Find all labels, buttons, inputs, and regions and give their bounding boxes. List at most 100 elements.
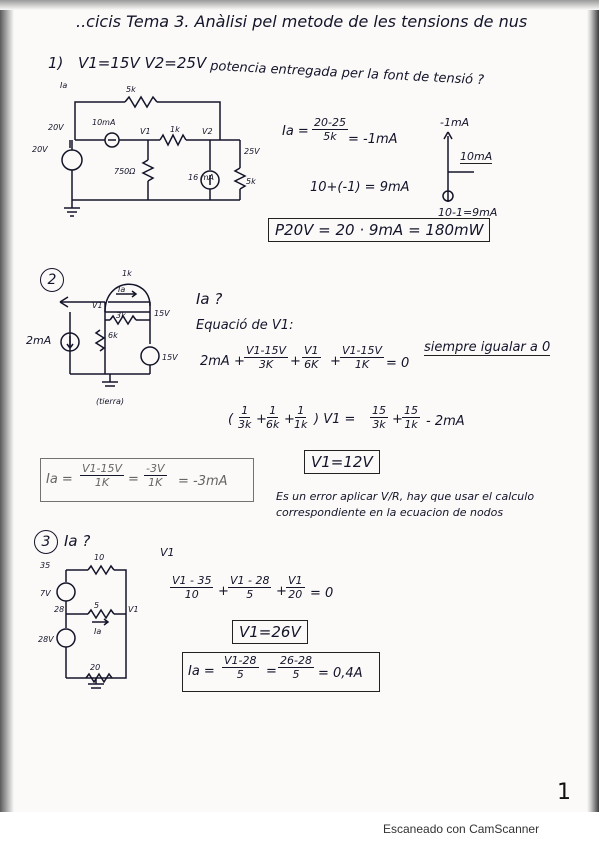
p2-eq2-c-num: 1 bbox=[295, 404, 307, 418]
p3-eq-f2-num: V1 - 28 bbox=[228, 574, 272, 588]
p1-label-v1: V1 bbox=[140, 127, 151, 136]
p2-eq2-d-num: 15 bbox=[370, 404, 388, 418]
p2-label-v1: V1 bbox=[92, 301, 103, 310]
p1-label-1k: 1k bbox=[170, 125, 180, 134]
page-title: ..cicis Tema 3. Anàlisi pel metode de le… bbox=[76, 12, 528, 31]
problem2-number: 2 bbox=[40, 268, 64, 292]
problem2-note: siempre igualar a 0 bbox=[424, 340, 551, 356]
p3-label-20: 20 bbox=[90, 663, 100, 672]
p2-label-15v-top: 15V bbox=[154, 309, 170, 318]
p2-label-3k: 3k bbox=[116, 311, 126, 320]
problem1-ia-lhs: Ia = bbox=[282, 124, 309, 139]
problem2-label-2ma: 2mA bbox=[26, 334, 52, 347]
p3-ia-rhs: = 0,4A bbox=[318, 666, 363, 681]
p2-ia-frac2: -3V 1K bbox=[144, 462, 167, 489]
p2-label-1k: 1k bbox=[122, 269, 132, 278]
p2-eq2-open: ( bbox=[228, 412, 234, 427]
p2-ia-frac1: V1-15V 1K bbox=[80, 462, 125, 489]
p3-label-7v: 7V bbox=[40, 589, 51, 598]
p2-eq2-c-den: 1k bbox=[294, 418, 308, 431]
p2-eq2-end: - 2mA bbox=[426, 414, 465, 429]
p2-ia-rhs: = -3mA bbox=[178, 474, 228, 489]
p3-ia-eq: = bbox=[266, 664, 277, 679]
problem3-circuit-diagram: 10 7V 28 5 Ia V1 28V 20 35 bbox=[38, 553, 139, 689]
p3-eq-f3-den: 20 bbox=[288, 588, 303, 601]
p2-ia-lhs: Ia = bbox=[46, 472, 73, 487]
p2-ia-f1-num: V1-15V bbox=[80, 462, 125, 476]
p2-eq2-p1: + bbox=[256, 412, 267, 427]
problem1-side-top: -1mA bbox=[440, 116, 470, 129]
page-shadow-top bbox=[0, 0, 599, 10]
p3-eq-f3-num: V1 bbox=[286, 574, 305, 588]
p1-label-v2: V2 bbox=[202, 127, 213, 136]
p3-label-5: 5 bbox=[94, 601, 99, 610]
p2-eq2-a-den: 3k bbox=[238, 418, 252, 431]
p3-eq-f1-den: 10 bbox=[184, 588, 199, 601]
problem1-ia-rhs: = -1mA bbox=[348, 132, 398, 147]
p2-eq1-f3-den: 1K bbox=[354, 358, 370, 371]
p2-eq1-f2-den: 6K bbox=[304, 358, 319, 371]
problem2-circuit-diagram: 1k Ia V1 3k 6k 15V 15V (tierra) bbox=[59, 269, 178, 406]
p1-label-5k-right: 5k bbox=[246, 177, 256, 186]
p3-eq-p2: + bbox=[276, 584, 287, 599]
problem1-node-sketch bbox=[442, 131, 474, 202]
p2-eq1-f2-num: V1 bbox=[302, 344, 321, 358]
p2-eq2-a-num: 1 bbox=[239, 404, 251, 418]
p2-ia-f2-den: 1K bbox=[148, 476, 163, 489]
footer-band bbox=[0, 812, 599, 848]
p1-label-20v-source: 20V bbox=[32, 145, 48, 154]
p2-eq2-c: 1 1k bbox=[292, 404, 309, 431]
p3-eq-end: = 0 bbox=[310, 586, 334, 601]
p2-eq2-d-den: 3k bbox=[372, 418, 386, 431]
problem2-question: Ia ? bbox=[196, 290, 223, 308]
p3-eq-frac2: V1 - 28 5 bbox=[228, 574, 272, 601]
problem3-ia-result-box bbox=[182, 652, 380, 692]
problem1-circuit-diagram: 5k Ia 10mA 20V 20V V1 1k V2 25V 750Ω 16 … bbox=[32, 81, 260, 217]
p3-eq-frac1: V1 - 35 10 bbox=[170, 574, 214, 601]
p2-eq1-p1: + bbox=[290, 354, 301, 369]
p2-eq2-b: 1 6k bbox=[264, 404, 281, 431]
problem3-number: 3 bbox=[34, 530, 58, 554]
p2-eq1-frac2: V1 6K bbox=[302, 344, 321, 371]
problem2-ia-result-box bbox=[40, 458, 254, 502]
p2-eq1-end: = 0 bbox=[386, 356, 410, 371]
p3-eq-f2-den: 5 bbox=[246, 588, 254, 601]
p2-eq2-b-den: 6k bbox=[266, 418, 280, 431]
p3-label-v1: V1 bbox=[128, 605, 139, 614]
problem1-side-bottom: 10-1=9mA bbox=[438, 206, 498, 219]
p2-eq2-e-den: 1k bbox=[404, 418, 418, 431]
p2-ia-f1-den: 1K bbox=[94, 476, 110, 489]
problem1-result: P20V = 20 · 9mA = 180mW bbox=[268, 218, 491, 242]
p3-label-28v: 28V bbox=[38, 635, 54, 644]
p2-label-6k: 6k bbox=[108, 331, 118, 340]
page-shadow-left bbox=[0, 0, 14, 848]
p2-eq1-frac1: V1-15V 3K bbox=[244, 344, 289, 371]
problem2-v1-result: V1=12V bbox=[304, 450, 380, 474]
problem1-side-mid: 10mA bbox=[460, 150, 493, 164]
page-number: 1 bbox=[557, 780, 571, 805]
p1-label-750: 750Ω bbox=[114, 167, 136, 176]
problem3-v1-result: V1=26V bbox=[232, 620, 308, 644]
p3-eq-p1: + bbox=[218, 584, 229, 599]
problem1-ia-den: 5k bbox=[323, 130, 337, 143]
p1-label-25v: 25V bbox=[244, 147, 260, 156]
p3-ia-f1-den: 5 bbox=[236, 668, 244, 681]
problem1-number: 1) bbox=[48, 54, 64, 72]
p1-label-ia: Ia bbox=[60, 81, 67, 90]
p2-eq2-b-num: 1 bbox=[267, 404, 279, 418]
p3-eq-frac3: V1 20 bbox=[286, 574, 305, 601]
p3-label-ia: Ia bbox=[94, 627, 101, 636]
p2-eq1-f1-den: 3K bbox=[258, 358, 274, 371]
p2-eq2-p2: + bbox=[284, 412, 295, 427]
p2-eq2-p3: + bbox=[392, 412, 403, 427]
p3-ia-frac1: V1-28 5 bbox=[222, 654, 259, 681]
p2-eq2-e-num: 15 bbox=[402, 404, 420, 418]
problem2-comment-line1: Es un error aplicar V/R, hay que usar el… bbox=[276, 490, 535, 503]
p2-ia-f2-num: -3V bbox=[144, 462, 167, 476]
p1-label-10ma: 10mA bbox=[92, 118, 115, 127]
problem1-sum-eq: 10+(-1) = 9mA bbox=[310, 180, 410, 195]
p3-ia-lhs: Ia = bbox=[188, 664, 215, 679]
p3-label-28: 28 bbox=[54, 605, 64, 614]
p2-eq1-f3-num: V1-15V bbox=[340, 344, 385, 358]
p3-label-35: 35 bbox=[40, 561, 50, 570]
